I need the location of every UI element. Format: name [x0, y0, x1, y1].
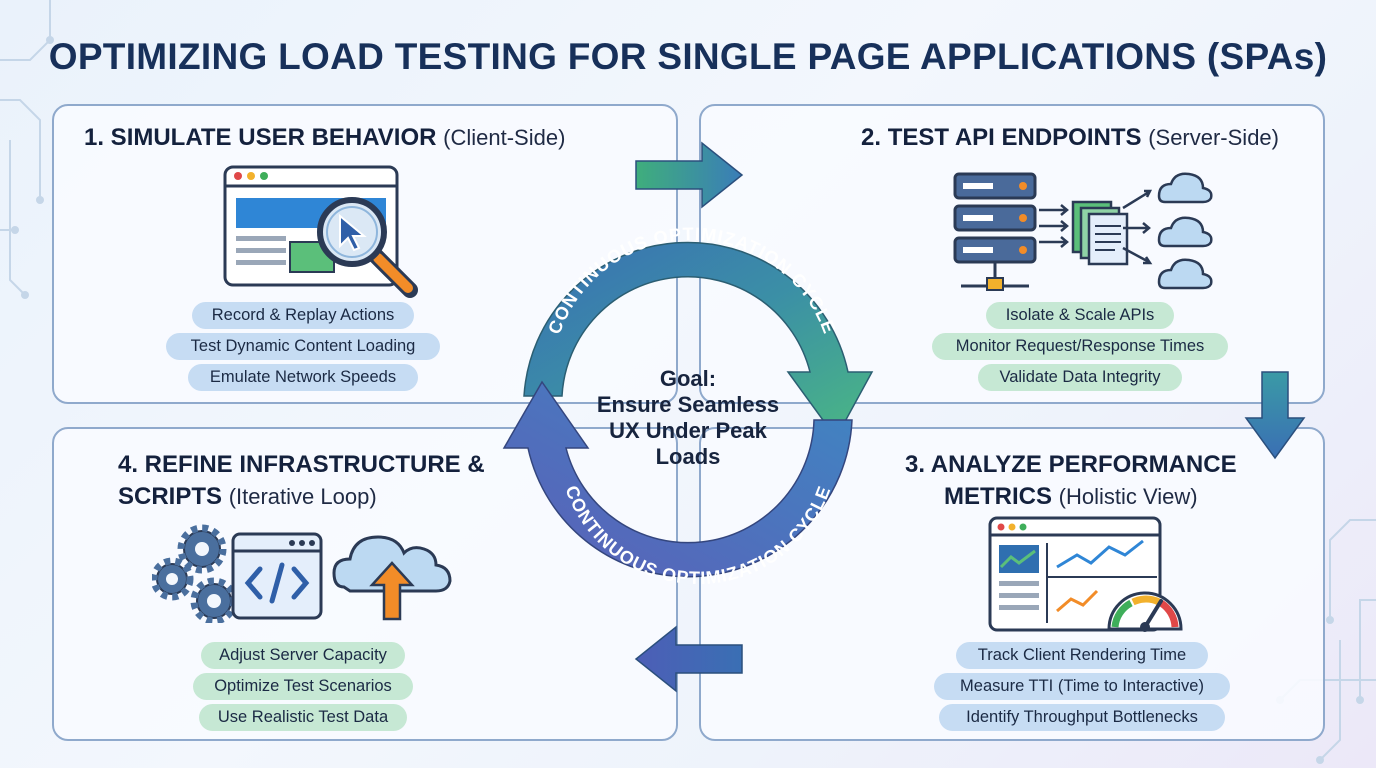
panel-title: 3. ANALYZE PERFORMANCE METRICS (Holistic… [905, 449, 1237, 513]
arrows-icon [1039, 204, 1069, 248]
goal-line: Goal: [659, 366, 717, 391]
documents-icon [1071, 200, 1129, 266]
list-item: Test Dynamic Content Loading [166, 333, 440, 360]
list-item: Isolate & Scale APIs [986, 302, 1174, 329]
panel-title-sub: (Client-Side) [443, 125, 566, 150]
panel-title-main: 1. SIMULATE USER BEHAVIOR [84, 124, 437, 151]
panel-title: 2. TEST API ENDPOINTS (Server-Side) [861, 122, 1279, 154]
list-item: Use Realistic Test Data [199, 704, 407, 731]
panel-test-api-endpoints: 2. TEST API ENDPOINTS (Server-Side) [699, 104, 1325, 404]
cycle-arrow-bottom [502, 380, 853, 578]
list-item: Emulate Network Speeds [188, 364, 418, 391]
flow-arrow-right [635, 141, 744, 209]
list-item: Adjust Server Capacity [201, 642, 405, 669]
flow-arrow-down [1244, 371, 1306, 460]
panel-title-main: METRICS [943, 483, 1052, 510]
dashboard-icon [988, 516, 1162, 632]
server-rack-icon [953, 172, 1037, 291]
list-item: Measure TTI (Time to Interactive) [934, 673, 1230, 700]
list-item: Validate Data Integrity [978, 364, 1182, 391]
goal-line: Ensure Seamless [596, 392, 780, 417]
cloud-icon [1122, 172, 1213, 290]
list-item: Optimize Test Scenarios [193, 673, 413, 700]
list-item: Record & Replay Actions [192, 302, 414, 329]
panel-title-line1: 4. REFINE INFRASTRUCTURE & [118, 451, 485, 478]
goal-text: Goal: Ensure Seamless UX Under Peak Load… [578, 366, 798, 470]
panel-title-sub: (Holistic View) [1058, 484, 1198, 509]
cloud-upload-icon [332, 535, 452, 621]
cursor-icon [339, 213, 367, 252]
gauge-icon [1107, 591, 1183, 632]
list-item: Monitor Request/Response Times [932, 333, 1228, 360]
panel-title-sub: (Iterative Loop) [228, 484, 377, 509]
list-item: Track Client Rendering Time [956, 642, 1208, 669]
goal-line: UX Under Peak [609, 418, 767, 443]
flow-arrow-left [634, 625, 743, 693]
panel-title: 4. REFINE INFRASTRUCTURE & SCRIPTS (Iter… [118, 449, 485, 513]
cycle-arrow-top [523, 241, 874, 440]
list-item: Identify Throughput Bottlenecks [939, 704, 1225, 731]
panel-title-line1: 3. ANALYZE PERFORMANCE [905, 451, 1237, 478]
code-window-icon [231, 532, 323, 620]
panel-title-main: SCRIPTS [118, 483, 223, 510]
panel-title-sub: (Server-Side) [1148, 125, 1279, 150]
panel-simulate-user-behavior: 1. SIMULATE USER BEHAVIOR (Client-Side) … [52, 104, 678, 404]
panel-title: 1. SIMULATE USER BEHAVIOR (Client-Side) [84, 122, 565, 154]
page-title: OPTIMIZING LOAD TESTING FOR SINGLE PAGE … [48, 36, 1328, 77]
goal-line: Loads [655, 444, 721, 469]
panel-title-main: 2. TEST API ENDPOINTS [861, 124, 1142, 151]
